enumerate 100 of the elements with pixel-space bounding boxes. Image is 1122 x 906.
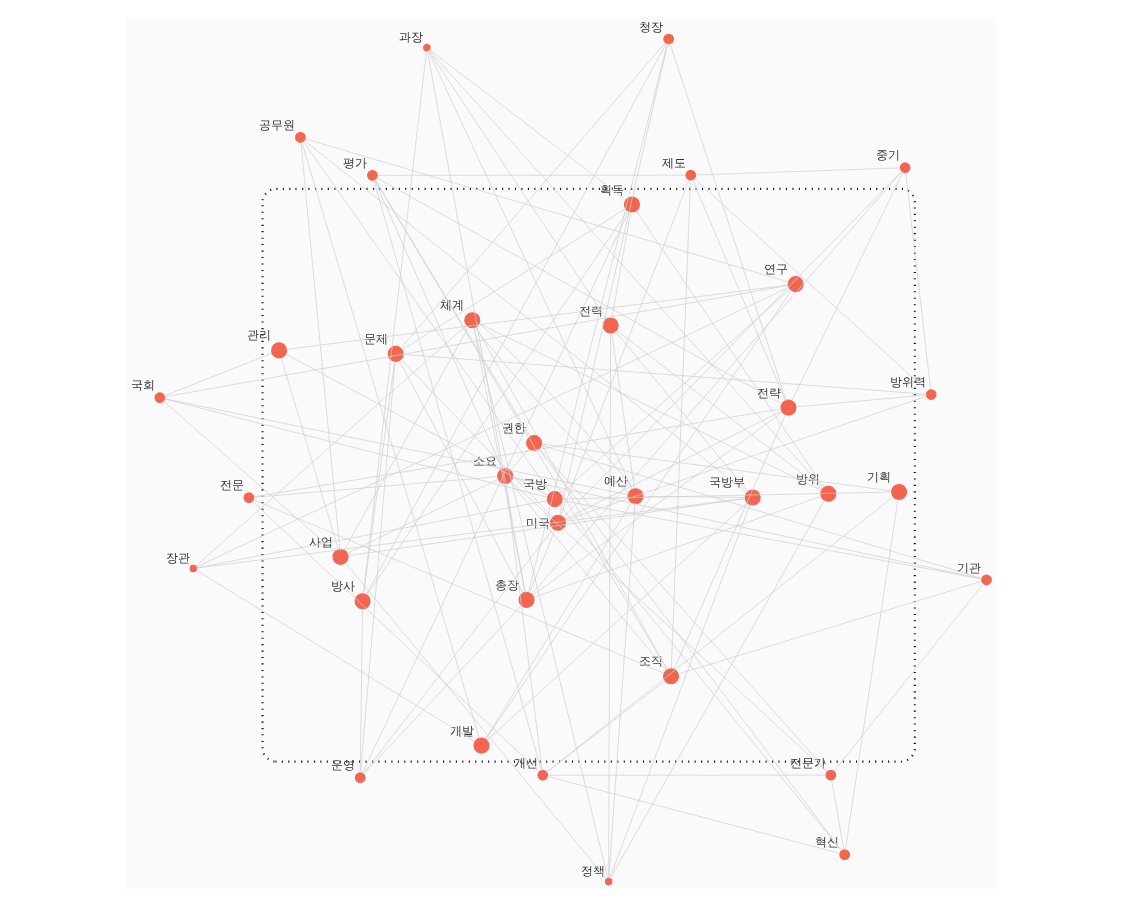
connector — [510, 481, 828, 773]
connector — [302, 141, 551, 494]
connector — [560, 179, 690, 516]
node-circle — [526, 435, 543, 452]
connector — [253, 408, 782, 498]
connector — [616, 330, 823, 490]
connector — [300, 142, 341, 550]
connector — [195, 569, 476, 742]
connector — [164, 285, 789, 398]
connector — [485, 290, 792, 740]
node-circle — [663, 33, 674, 45]
node-circle — [787, 276, 804, 293]
connector — [559, 504, 842, 851]
connector — [831, 779, 845, 850]
connector — [509, 481, 667, 671]
connector — [486, 502, 748, 741]
connector — [512, 477, 983, 580]
connector — [475, 326, 668, 670]
connector — [693, 178, 928, 392]
node-circle — [546, 491, 563, 508]
connector — [347, 498, 746, 557]
connector — [400, 359, 554, 518]
connector — [635, 210, 825, 488]
node-circle — [387, 345, 404, 362]
connector — [362, 528, 554, 775]
node-circle — [623, 196, 641, 213]
connector — [164, 398, 629, 496]
connector — [673, 414, 786, 670]
connector — [695, 167, 901, 176]
connector — [280, 357, 339, 550]
connector — [253, 476, 498, 498]
connector — [164, 398, 548, 498]
connector — [795, 394, 927, 408]
connector — [478, 323, 822, 491]
node-circle — [549, 514, 567, 531]
connector — [562, 491, 892, 500]
connector — [163, 400, 336, 553]
node-circle — [891, 483, 908, 501]
connector — [253, 499, 665, 674]
connector — [400, 42, 666, 349]
node-circle — [423, 44, 431, 52]
connector — [360, 361, 396, 774]
node-circle — [497, 467, 514, 485]
connector — [669, 43, 787, 401]
connector — [345, 562, 607, 879]
node-circle — [780, 399, 797, 416]
connector — [303, 140, 748, 494]
node-circle — [839, 849, 851, 860]
node-circle — [295, 132, 306, 143]
connector — [362, 211, 630, 774]
connector — [304, 138, 789, 283]
connector — [485, 502, 632, 740]
node-circle — [243, 492, 255, 504]
connector — [196, 498, 746, 569]
node-circle — [354, 593, 371, 610]
connector — [538, 448, 842, 851]
node-circle — [627, 488, 644, 505]
connector — [541, 443, 892, 492]
connector — [365, 43, 667, 595]
node-circle — [662, 668, 680, 685]
connector — [376, 177, 783, 405]
connector — [428, 50, 633, 490]
connector — [285, 353, 549, 496]
connector — [347, 478, 499, 554]
node-circle — [899, 162, 911, 174]
node-circle — [518, 591, 535, 608]
node-circle — [332, 548, 349, 565]
connector — [399, 360, 524, 594]
connector — [541, 444, 983, 579]
node-circle — [537, 769, 549, 781]
connector — [286, 284, 789, 350]
connector — [531, 171, 903, 595]
connector — [505, 483, 543, 771]
connector — [195, 324, 467, 567]
node-circle — [925, 389, 937, 400]
connector — [608, 503, 636, 879]
node-circle — [685, 169, 697, 181]
connector — [564, 395, 927, 521]
connector — [366, 210, 629, 596]
connector — [692, 179, 786, 401]
connector — [429, 49, 627, 201]
connector — [401, 208, 626, 351]
connector — [509, 448, 530, 471]
connector — [642, 495, 746, 498]
connector — [529, 529, 556, 594]
connector — [402, 354, 927, 395]
connector — [609, 504, 751, 879]
connector — [561, 500, 982, 580]
connector — [560, 289, 791, 495]
connector — [791, 171, 904, 402]
connector — [343, 326, 469, 551]
connector — [559, 43, 668, 516]
node-circle — [464, 312, 481, 329]
connector — [562, 170, 903, 518]
connector — [363, 361, 396, 594]
connector — [196, 500, 548, 569]
connector — [374, 179, 668, 670]
connector — [473, 327, 526, 593]
connector — [252, 500, 540, 773]
connector — [905, 172, 931, 390]
